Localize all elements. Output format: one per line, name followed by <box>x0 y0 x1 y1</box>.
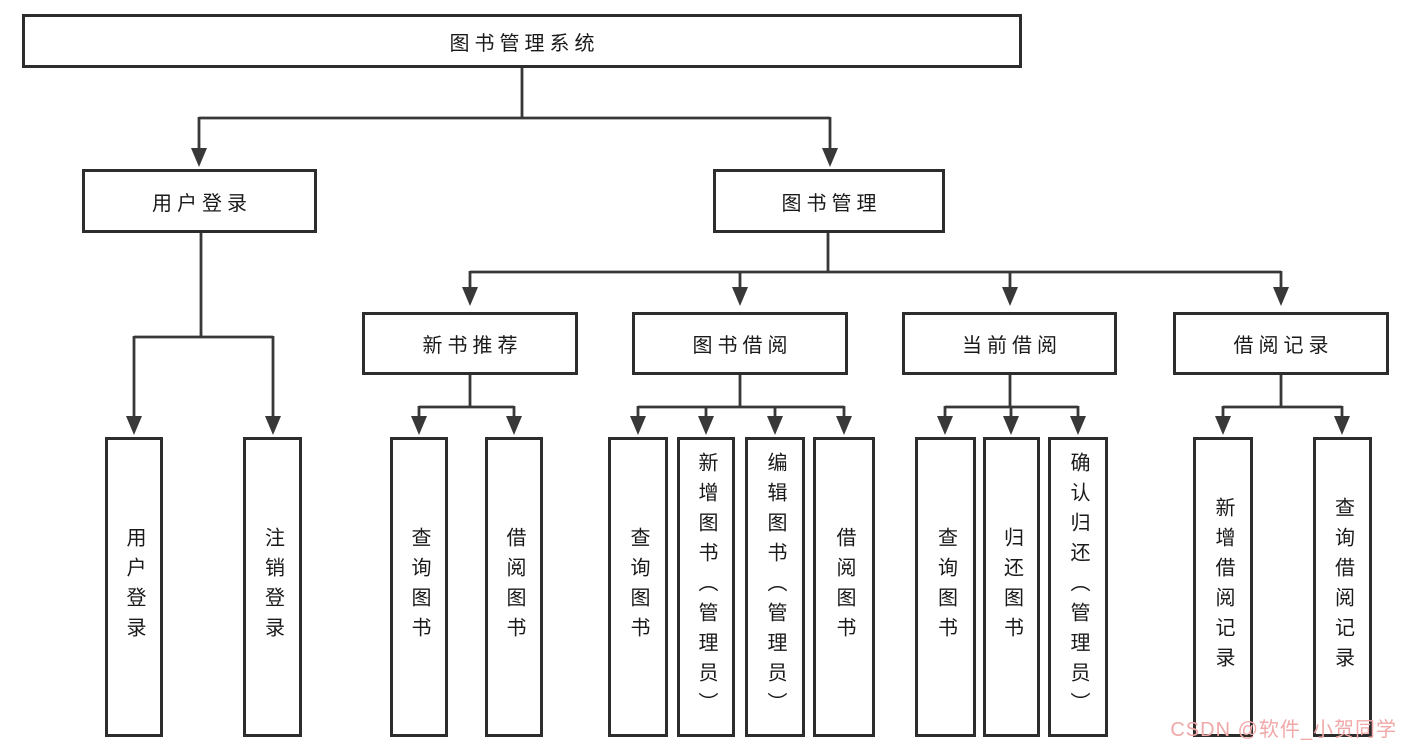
node-new-book-recommend: 新书推荐 <box>362 312 578 375</box>
csdn-watermark: CSDN @软件_小贺同学 <box>1170 719 1397 741</box>
leaf-bb-add-books: 新增图书（管理员） <box>677 437 735 737</box>
node-current-borrowing: 当前借阅 <box>902 312 1117 375</box>
leaf-nb-query-books: 查询图书 <box>390 437 448 737</box>
leaf-bb-borrow-books: 借阅图书 <box>813 437 875 737</box>
node-book-management: 图书管理 <box>713 169 945 233</box>
leaf-cb-return-books: 归还图书 <box>983 437 1040 737</box>
node-borrowing-records: 借阅记录 <box>1173 312 1389 375</box>
leaf-br-add-record: 新增借阅记录 <box>1193 437 1253 737</box>
leaf-nb-borrow-books: 借阅图书 <box>485 437 543 737</box>
leaf-user-login: 用户登录 <box>105 437 163 737</box>
node-root: 图书管理系统 <box>22 14 1022 68</box>
connector-arrowheads <box>126 148 1350 435</box>
leaf-logout: 注销登录 <box>243 437 302 737</box>
leaf-bb-edit-books: 编辑图书（管理员） <box>745 437 805 737</box>
leaf-bb-query-books: 查询图书 <box>608 437 668 737</box>
node-user-login: 用户登录 <box>82 169 317 233</box>
leaf-cb-confirm-return: 确认归还（管理员） <box>1048 437 1108 737</box>
node-book-borrowing: 图书借阅 <box>632 312 848 375</box>
leaf-br-query-record: 查询借阅记录 <box>1313 437 1372 737</box>
leaf-cb-query-books: 查询图书 <box>915 437 976 737</box>
